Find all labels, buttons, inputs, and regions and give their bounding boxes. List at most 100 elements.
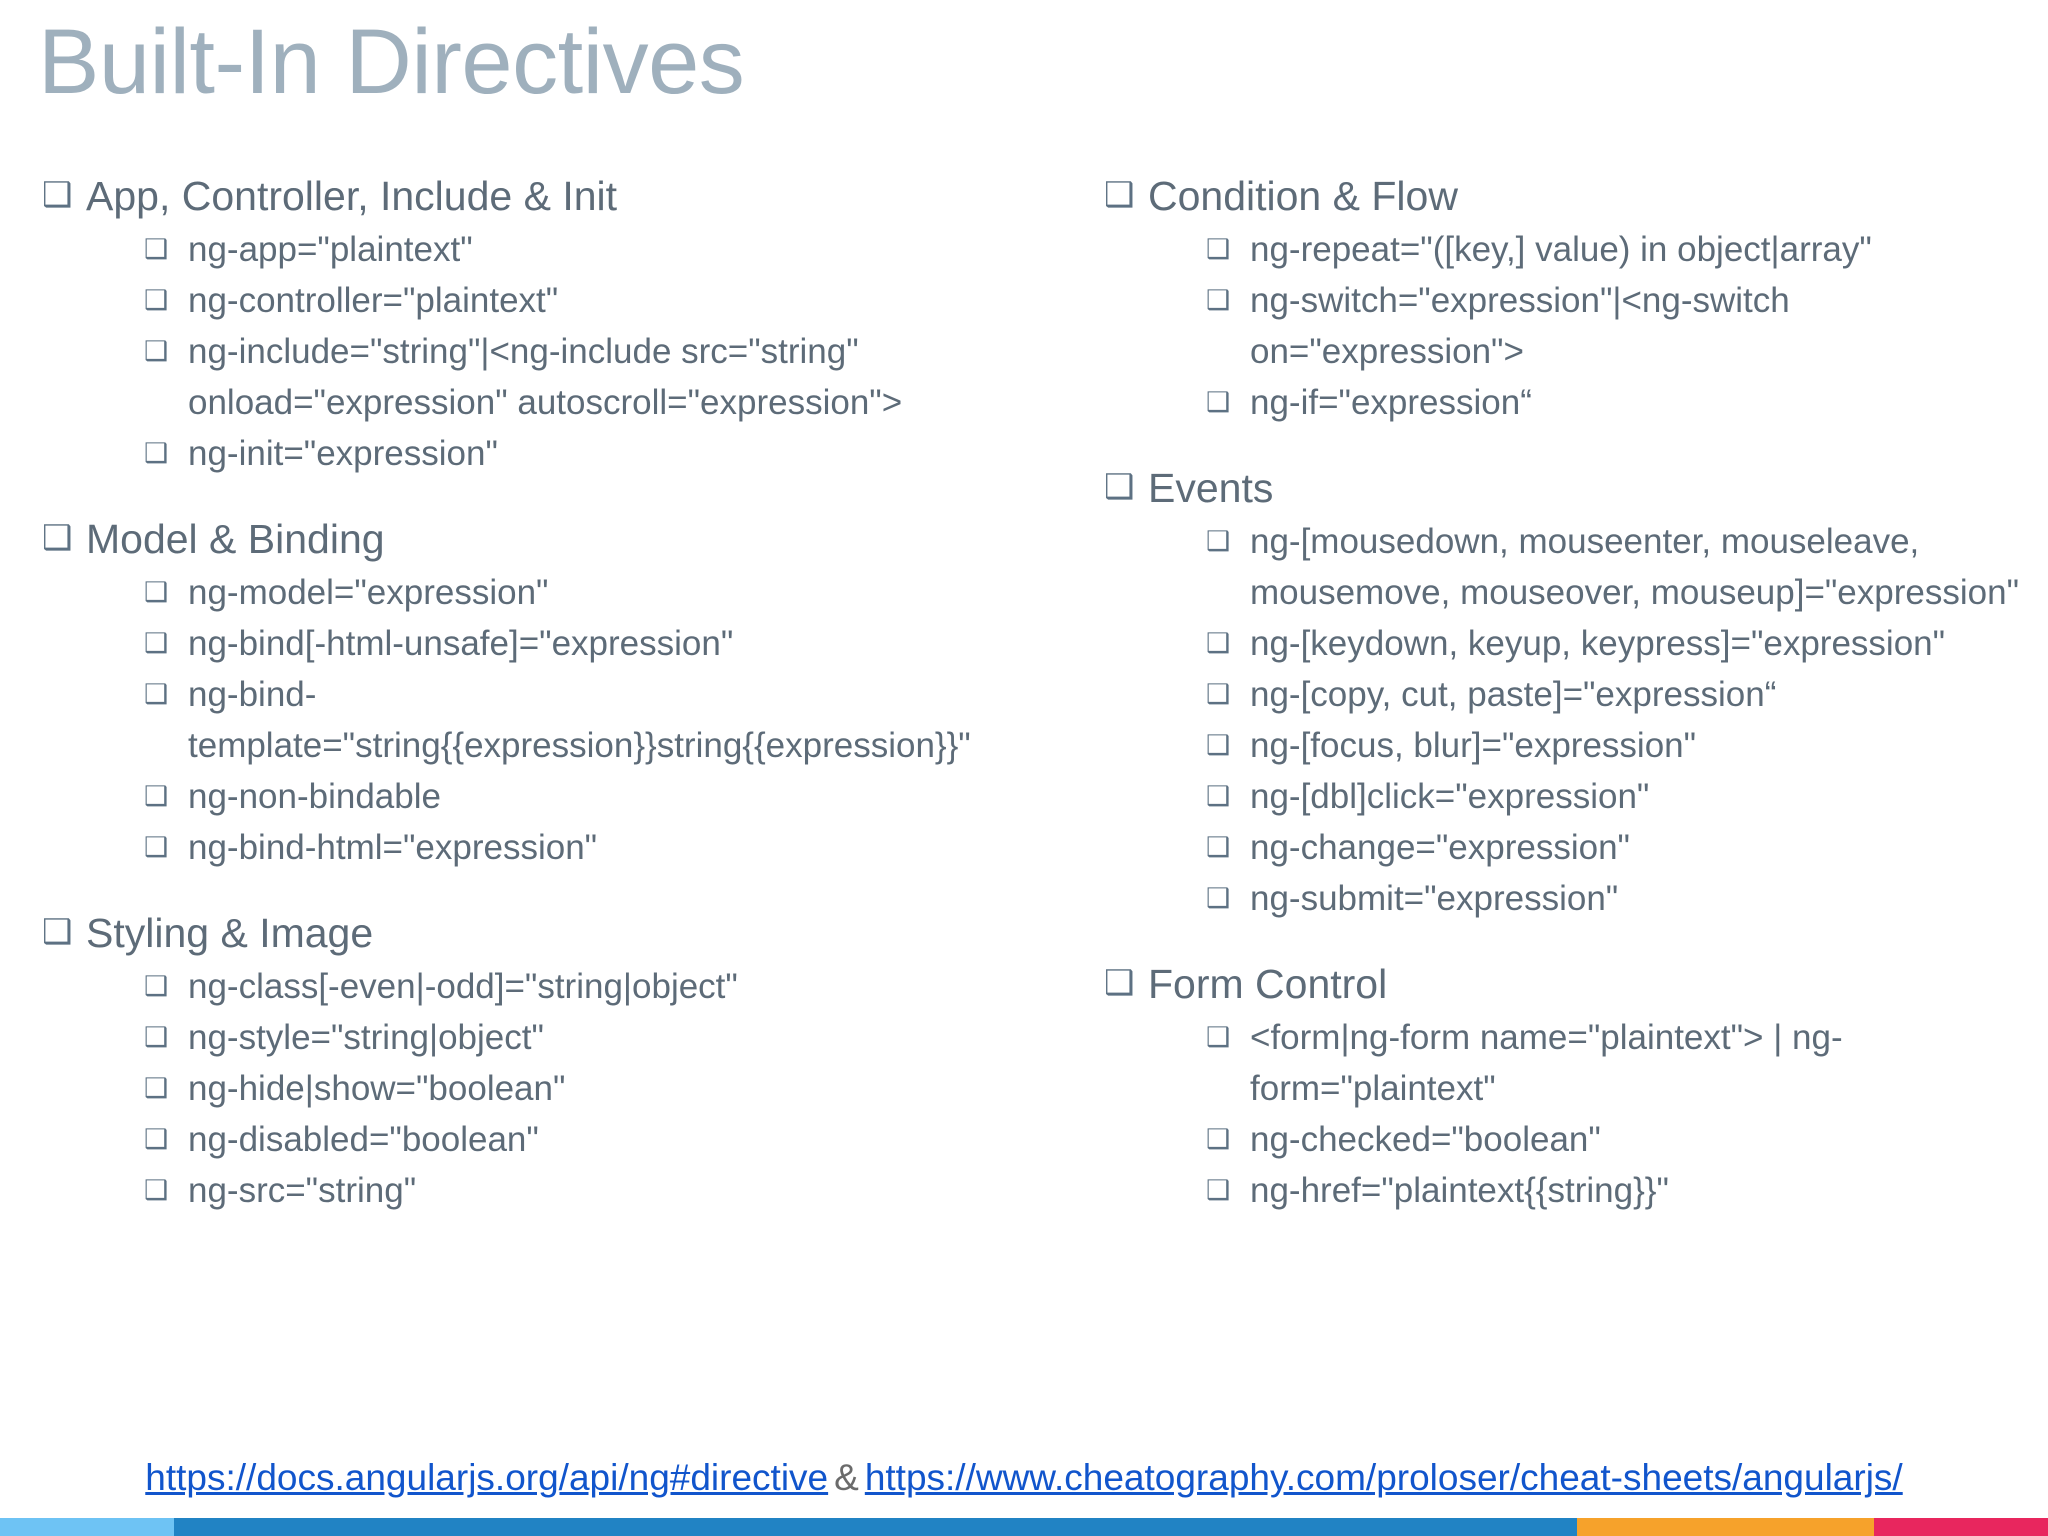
page-title: Built-In Directives — [38, 11, 745, 113]
directive-text: ng-bind-template="string{{expression}}st… — [188, 675, 971, 765]
footer-separator: & — [834, 1457, 859, 1498]
list-item: ❑ ng-model="expression" — [144, 567, 1006, 618]
directive-text: ng-model="expression" — [188, 573, 549, 612]
directive-text: ng-checked="boolean" — [1250, 1120, 1601, 1159]
square-bullet-icon: ❑ — [42, 519, 73, 557]
directive-text: ng-include="string"|<ng-include src="str… — [188, 332, 903, 422]
group-heading-label: Styling & Image — [86, 910, 374, 956]
group-condition-flow: ❑Condition & Flow❑ng-repeat="([key,] val… — [1102, 170, 2024, 428]
list-item: ❑ <form|ng-form name="plaintext"> | ng-fo… — [1206, 1012, 2024, 1114]
square-bullet-icon: ❑ — [1206, 883, 1231, 913]
list-item: ❑ng-disabled="boolean" — [144, 1114, 1006, 1165]
directive-text: ng-repeat="([key,] value) in object|arra… — [1250, 230, 1872, 269]
list-item: ❑ng-switch="expression"|<ng-switch on="e… — [1206, 275, 2024, 377]
directive-text: ng-href="plaintext{{string}}" — [1250, 1171, 1669, 1210]
square-bullet-icon: ❑ — [1206, 285, 1231, 315]
square-bullet-icon: ❑ — [1206, 1022, 1231, 1052]
content-columns: ❑App, Controller, Include & Init❑ng-app=… — [0, 170, 2048, 1450]
directive-text: ng-class[-even|-odd]="string|object" — [188, 967, 738, 1006]
directive-text: ng-[mousedown, mouseenter, mouseleave, m… — [1250, 522, 2019, 612]
group-heading-label: Form Control — [1148, 961, 1388, 1007]
list-item: ❑ng-bind[-html-unsafe]="expression" — [144, 618, 1006, 669]
square-bullet-icon: ❑ — [1206, 526, 1231, 556]
group-heading-model-binding: ❑ Model & Binding — [40, 513, 1006, 565]
group-styling-image: ❑Styling & Image❑ng-class[-even|-odd]="s… — [40, 907, 1006, 1216]
group-heading-label: Model & Binding — [86, 516, 385, 562]
square-bullet-icon: ❑ — [144, 577, 169, 607]
list-item: ❑ ng-bind-html="expression" — [144, 822, 1006, 873]
square-bullet-icon: ❑ — [1206, 832, 1231, 862]
directive-text: ng-[dbl]click="expression" — [1250, 777, 1650, 816]
square-bullet-icon: ❑ — [144, 1073, 169, 1103]
list-item: ❑ng-[focus, blur]="expression" — [1206, 720, 2024, 771]
directive-text: ng-style="string|object" — [188, 1018, 544, 1057]
directive-list: ❑ng-app="plaintext"❑ng-controller="plain… — [40, 224, 1006, 479]
footer-links: https://docs.angularjs.org/api/ng#direct… — [0, 1455, 2048, 1501]
square-bullet-icon: ❑ — [144, 781, 169, 811]
square-bullet-icon: ❑ — [144, 234, 169, 264]
square-bullet-icon: ❑ — [144, 679, 169, 709]
right-column: ❑Condition & Flow❑ng-repeat="([key,] val… — [1024, 170, 2048, 1450]
square-bullet-icon: ❑ — [1206, 628, 1231, 658]
group-app-controller-include-init: ❑App, Controller, Include & Init❑ng-app=… — [40, 170, 1006, 479]
cheatography-link[interactable]: https://www.cheatography.com/proloser/ch… — [864, 1457, 1903, 1498]
square-bullet-icon: ❑ — [42, 176, 73, 214]
directive-list: ❑ ng-repeat="([key,] value) in object|arr… — [1102, 224, 2024, 428]
square-bullet-icon: ❑ — [1206, 1124, 1231, 1154]
directive-text: ng-bind[-html-unsafe]="expression" — [188, 624, 734, 663]
square-bullet-icon: ❑ — [144, 438, 169, 468]
list-item: ❑ng-src="string" — [144, 1165, 1006, 1216]
list-item: ❑ng-controller="plaintext" — [144, 275, 1006, 326]
bottom-color-bar — [0, 1518, 2048, 1536]
square-bullet-icon: ❑ — [1104, 964, 1135, 1002]
directive-text: ng-non-bindable — [188, 777, 441, 816]
list-item: ❑ ng-change="expression" — [1206, 822, 2024, 873]
square-bullet-icon: ❑ — [144, 1175, 169, 1205]
bar-segment-light-blue — [0, 1518, 175, 1536]
directive-text: ng-change="expression" — [1250, 828, 1630, 867]
group-heading-styling-image: ❑Styling & Image — [40, 907, 1006, 959]
group-heading-label: Condition & Flow — [1148, 173, 1458, 219]
list-item: ❑ ng-app="plaintext" — [144, 224, 1006, 275]
directive-text: ng-bind-html="expression" — [188, 828, 598, 867]
square-bullet-icon: ❑ — [1206, 679, 1231, 709]
group-heading-condition-flow: ❑ Condition & Flow — [1102, 170, 2024, 222]
square-bullet-icon: ❑ — [1206, 1175, 1231, 1205]
list-item: ❑ng-repeat="([key,] value) in object|arr… — [1206, 224, 2024, 275]
square-bullet-icon: ❑ — [144, 1022, 169, 1052]
square-bullet-icon: ❑ — [1104, 468, 1135, 506]
list-item: ❑ ng-submit="expression" — [1206, 873, 2024, 924]
group-events: ❑Events❑ng-[mousedown, mouseenter, mouse… — [1102, 462, 2024, 924]
directive-text: ng-controller="plaintext" — [188, 281, 559, 320]
directive-text: ng-app="plaintext" — [188, 230, 473, 269]
directive-text: ng-[copy, cut, paste]="expression“ — [1250, 675, 1777, 714]
directive-list: ❑ng-class[-even|-odd]="string|object"❑ng… — [40, 961, 1006, 1216]
left-column: ❑App, Controller, Include & Init❑ng-app=… — [0, 170, 1024, 1450]
list-item: ❑ ng-href="plaintext{{string}}" — [1206, 1165, 2024, 1216]
directive-text: <form|ng-form name="plaintext"> | ng-for… — [1250, 1018, 1843, 1108]
square-bullet-icon: ❑ — [144, 336, 169, 366]
directive-text: ng-if="expression“ — [1250, 383, 1532, 422]
list-item: ❑ng-if="expression“ — [1206, 377, 2024, 428]
list-item: ❑ng-[dbl]click="expression" — [1206, 771, 2024, 822]
bar-segment-orange — [1576, 1518, 1874, 1536]
directive-text: ng-init="expression" — [188, 434, 498, 473]
directive-text: ng-disabled="boolean" — [188, 1120, 539, 1159]
list-item: ❑ ng-style="string|object" — [144, 1012, 1006, 1063]
group-heading-events: ❑Events — [1102, 462, 2024, 514]
directive-text: ng-[keydown, keyup, keypress]="expressio… — [1250, 624, 1946, 663]
bar-segment-blue — [174, 1518, 1577, 1536]
directive-list: ❑ <form|ng-form name="plaintext"> | ng-fo… — [1102, 1012, 2024, 1216]
directive-text: ng-submit="expression" — [1250, 879, 1619, 918]
group-heading-form-control: ❑ Form Control — [1102, 958, 2024, 1010]
group-form-control: ❑ Form Control ❑ <form|ng-form name="plaint… — [1102, 958, 2024, 1216]
list-item: ❑ ng-include="string"|<ng-include src="st… — [144, 326, 1006, 428]
square-bullet-icon: ❑ — [144, 971, 169, 1001]
square-bullet-icon: ❑ — [144, 832, 169, 862]
square-bullet-icon: ❑ — [1104, 176, 1135, 214]
docs-angularjs-link[interactable]: https://docs.angularjs.org/api/ng#direct… — [145, 1457, 829, 1498]
list-item: ❑ ng-non-bindable — [144, 771, 1006, 822]
list-item: ❑ ng-checked="boolean" — [1206, 1114, 2024, 1165]
directive-text: ng-[focus, blur]="expression" — [1250, 726, 1697, 765]
